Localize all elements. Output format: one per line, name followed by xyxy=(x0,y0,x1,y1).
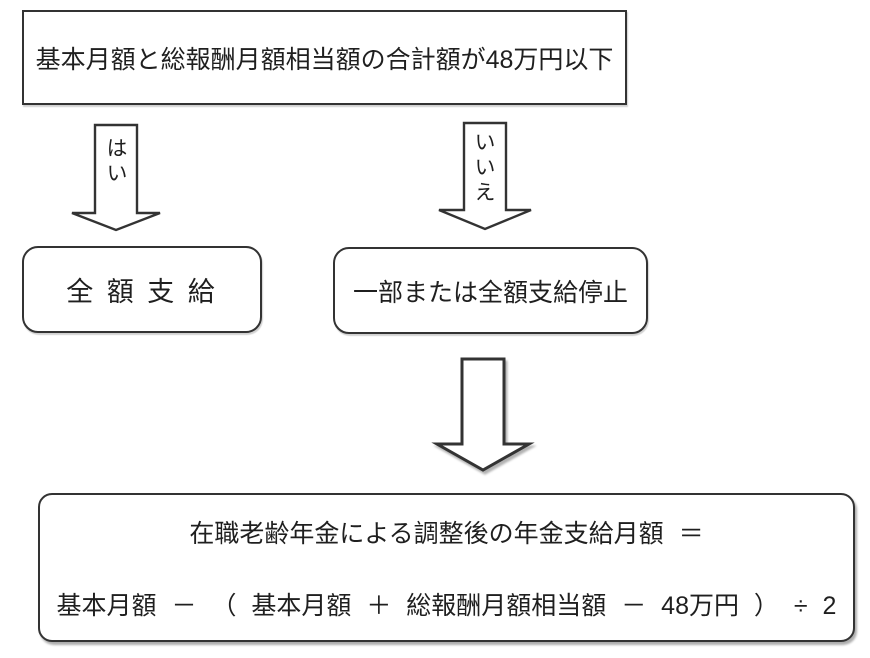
formula-line-2: 基本月額 － （ 基本月額 ＋ 総報酬月額相当額 － 48万円 ） ÷ 2 xyxy=(56,591,837,620)
formula-box: 在職老齢年金による調整後の年金支給月額 ＝ 基本月額 － （ 基本月額 ＋ 総報… xyxy=(38,493,855,642)
partial-suspension-box: 一部または全額支給停止 xyxy=(333,247,648,334)
full-payment-text: 全 額 支 給 xyxy=(66,277,218,307)
condition-box: 基本月額と総報酬月額相当額の合計額が48万円以下 xyxy=(22,10,627,105)
partial-suspension-text: 一部または全額支給停止 xyxy=(352,278,628,307)
yes-arrow-label: はい xyxy=(104,137,127,187)
formula-line-1: 在職老齢年金による調整後の年金支給月額 ＝ xyxy=(189,519,704,548)
condition-text: 基本月額と総報酬月額相当額の合計額が48万円以下 xyxy=(35,45,614,74)
no-arrow-label: いいえ xyxy=(472,131,495,206)
full-payment-box: 全 額 支 給 xyxy=(22,246,262,333)
down-arrow-icon xyxy=(431,357,535,472)
